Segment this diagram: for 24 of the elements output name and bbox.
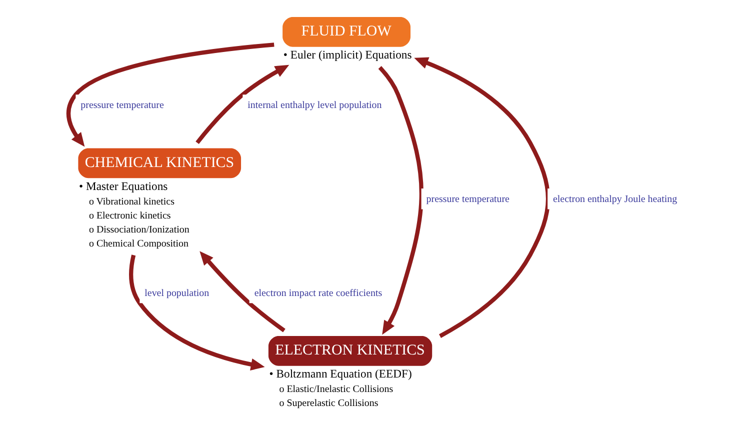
node-label: o Chemical Composition xyxy=(88,238,188,250)
arrow xyxy=(378,66,423,335)
arrow xyxy=(66,42,274,147)
node-label: o Vibrational kinetics xyxy=(88,196,174,208)
node-label: o Superelastic Collisions xyxy=(278,398,378,410)
node-box: ELECTRON KINETICS xyxy=(268,336,432,366)
node-box: CHEMICAL KINETICS xyxy=(78,148,241,178)
edge-label: electron impact rate coefficients xyxy=(254,288,382,299)
node-label: o Electronic kinetics xyxy=(88,210,170,222)
node-label: o Dissociation/Ionization xyxy=(88,224,189,236)
arrow xyxy=(128,254,264,370)
edge-label: internal enthalpy level population xyxy=(247,100,382,111)
node-label: o Elastic/Inelastic Collisions xyxy=(278,384,393,396)
edge-label: pressure temperature xyxy=(80,100,164,111)
edge-label: pressure temperature xyxy=(426,194,509,205)
edge-label: level population xyxy=(144,288,209,299)
arrow xyxy=(414,57,550,338)
node-label: • Master Equations xyxy=(78,180,168,193)
node-label: • Boltzmann Equation (EEDF) xyxy=(268,368,412,381)
arrow xyxy=(195,64,289,144)
arrow xyxy=(199,251,285,332)
node-label: • Euler (implicit) Equations xyxy=(282,48,412,62)
edge-label: electron enthalpy Joule heating xyxy=(552,194,677,205)
node-box: FLUID FLOW xyxy=(282,16,410,47)
